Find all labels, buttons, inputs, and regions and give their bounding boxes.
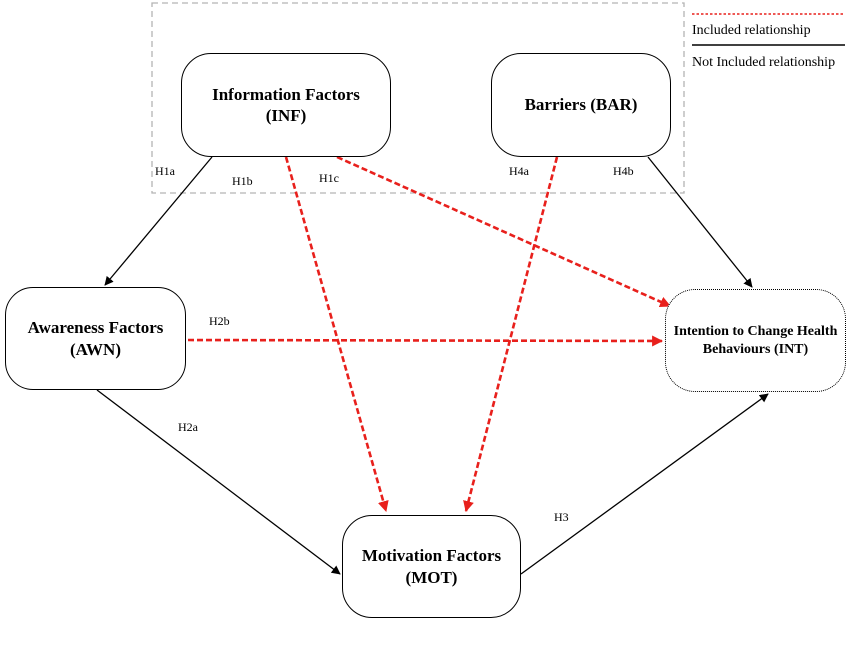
edge-label-h4b: H4b <box>613 164 634 178</box>
edge-label-h4a: H4a <box>509 164 529 178</box>
edge-label-h1b: H1b <box>232 174 253 188</box>
node-awareness-factors: Awareness Factors (AWN) <box>5 287 186 390</box>
node-barriers: Barriers (BAR) <box>491 53 671 157</box>
edge-label-h3: H3 <box>554 510 569 524</box>
node-int-code: Behaviours (INT) <box>702 341 809 357</box>
node-mot-code: (MOT) <box>405 567 458 587</box>
node-inf-code: (INF) <box>265 106 307 125</box>
node-intention-to-change: Intention to Change Health Behaviours (I… <box>665 289 846 392</box>
exogenous-group-box <box>151 2 685 194</box>
edge-h2b <box>187 335 664 347</box>
edge-h1b <box>284 156 389 513</box>
edge-h4a <box>463 156 559 513</box>
edge-label-h2b: H2b <box>209 314 230 328</box>
edge-label-h2a: H2a <box>178 420 198 434</box>
node-bar-title: Barriers (BAR) <box>524 95 638 115</box>
edge-label-h1c: H1c <box>319 171 339 185</box>
legend-not-included-label: Not Included relationship <box>692 55 836 70</box>
node-awn-code: (AWN) <box>70 339 121 359</box>
node-motivation-factors: Motivation Factors (MOT) <box>342 515 521 618</box>
node-int-title: Intention to Change Health <box>673 324 838 339</box>
edge-h4b <box>647 156 753 288</box>
node-mot-title: Motivation Factors <box>361 546 502 566</box>
node-awn-title: Awareness Factors <box>27 318 164 338</box>
edge-h2a <box>96 389 341 575</box>
edge-h1c <box>336 155 672 308</box>
edge-h1a <box>104 156 213 286</box>
legend-included-label: Included relationship <box>692 23 811 38</box>
edge-label-h1a: H1a <box>155 164 175 178</box>
edge-h3 <box>520 393 769 575</box>
node-inf-title: Information Factors <box>212 84 360 104</box>
node-information-factors: Information Factors (INF) <box>181 53 391 157</box>
